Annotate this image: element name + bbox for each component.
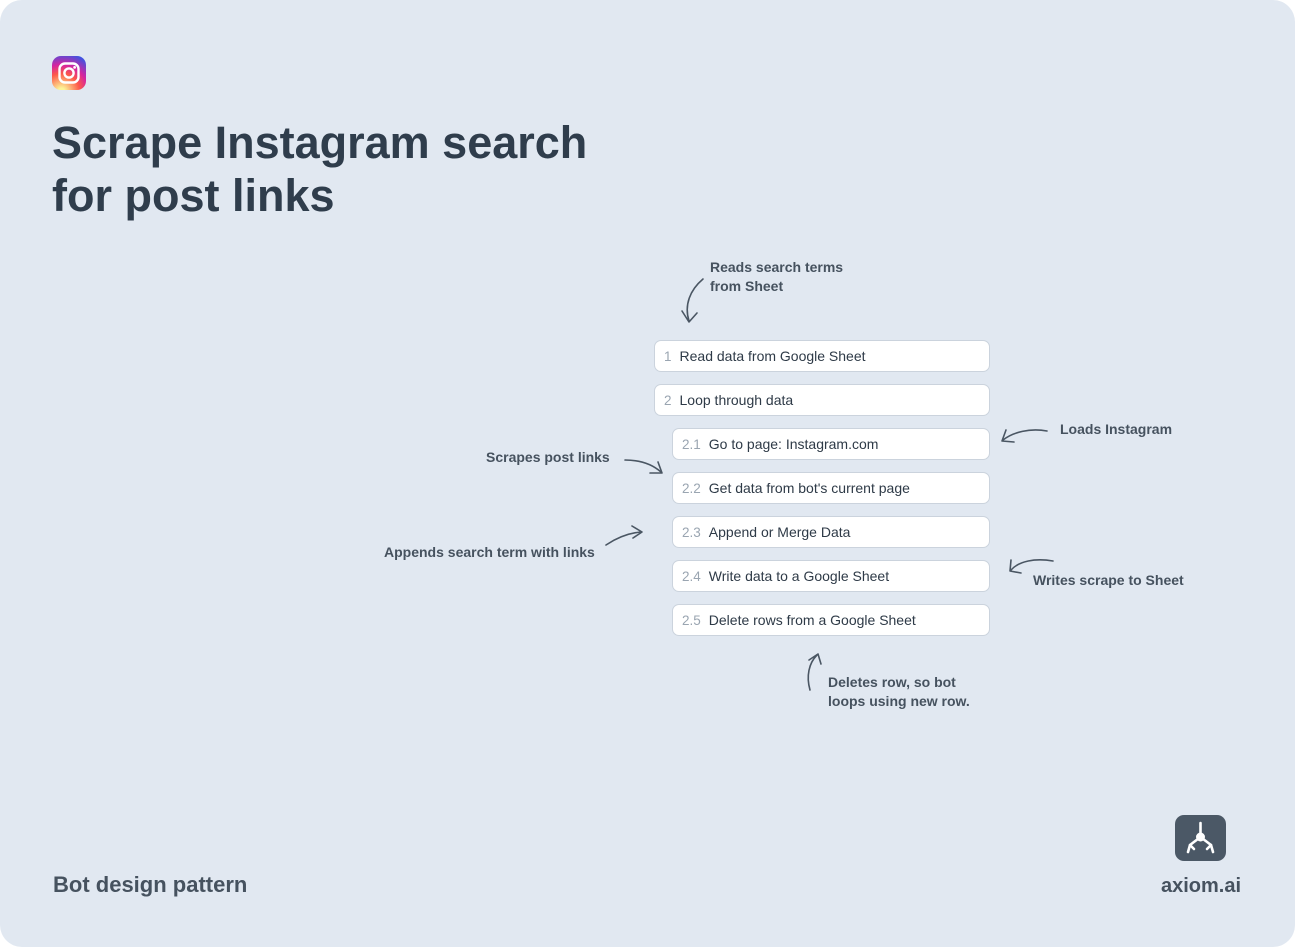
step-number: 2.2 (682, 480, 701, 496)
step-number: 1 (664, 348, 672, 364)
instagram-icon (52, 56, 86, 90)
step-2[interactable]: 2 Loop through data (654, 384, 990, 416)
footer-label: Bot design pattern (53, 872, 248, 897)
step-number: 2.4 (682, 568, 701, 584)
annotation-appends: Appends search term with links (384, 544, 595, 560)
step-label: Go to page: Instagram.com (708, 436, 879, 452)
axiom-claw-icon (1175, 815, 1226, 861)
step-label: Append or Merge Data (708, 524, 851, 540)
step-2-4[interactable]: 2.4 Write data to a Google Sheet (672, 560, 990, 592)
step-label: Get data from bot's current page (708, 480, 910, 496)
arrow-deletes-head (808, 653, 822, 665)
step-number: 2 (664, 392, 672, 408)
step-2-5[interactable]: 2.5 Delete rows from a Google Sheet (672, 604, 990, 636)
arrow-writes-head (1009, 559, 1022, 574)
brand-name: axiom.ai (1161, 875, 1242, 897)
step-number: 2.5 (682, 612, 701, 628)
arrow-scrapes (624, 459, 662, 473)
step-2-1[interactable]: 2.1 Go to page: Instagram.com (672, 428, 990, 460)
arrow-writes (1010, 559, 1054, 571)
arrow-deletes (807, 654, 818, 691)
arrow-loads (1002, 429, 1048, 441)
step-label: Write data to a Google Sheet (708, 568, 890, 584)
step-1[interactable]: 1 Read data from Google Sheet (654, 340, 990, 372)
arrow-reads-head (681, 310, 698, 323)
annotation-reads: Reads search terms from Sheet (710, 259, 844, 294)
annotation-writes: Writes scrape to Sheet (1033, 572, 1184, 588)
step-number: 2.3 (682, 524, 701, 540)
annotation-loads: Loads Instagram (1060, 421, 1173, 437)
step-2-3[interactable]: 2.3 Append or Merge Data (672, 516, 990, 548)
arrow-scrapes-head (649, 461, 663, 474)
page-title: Scrape Instagram search for post links (52, 117, 588, 221)
arrow-appends (605, 531, 642, 546)
step-label: Delete rows from a Google Sheet (708, 612, 916, 628)
step-label: Read data from Google Sheet (679, 348, 866, 364)
annotation-deletes: Deletes row, so bot loops using new row. (828, 674, 970, 709)
arrow-appends-head (631, 525, 643, 539)
step-2-2[interactable]: 2.2 Get data from bot's current page (672, 472, 990, 504)
arrow-loads-head (1001, 429, 1015, 443)
step-label: Loop through data (679, 392, 794, 408)
arrow-reads (686, 278, 704, 322)
annotation-scrapes: Scrapes post links (486, 449, 610, 465)
step-number: 2.1 (682, 436, 701, 452)
